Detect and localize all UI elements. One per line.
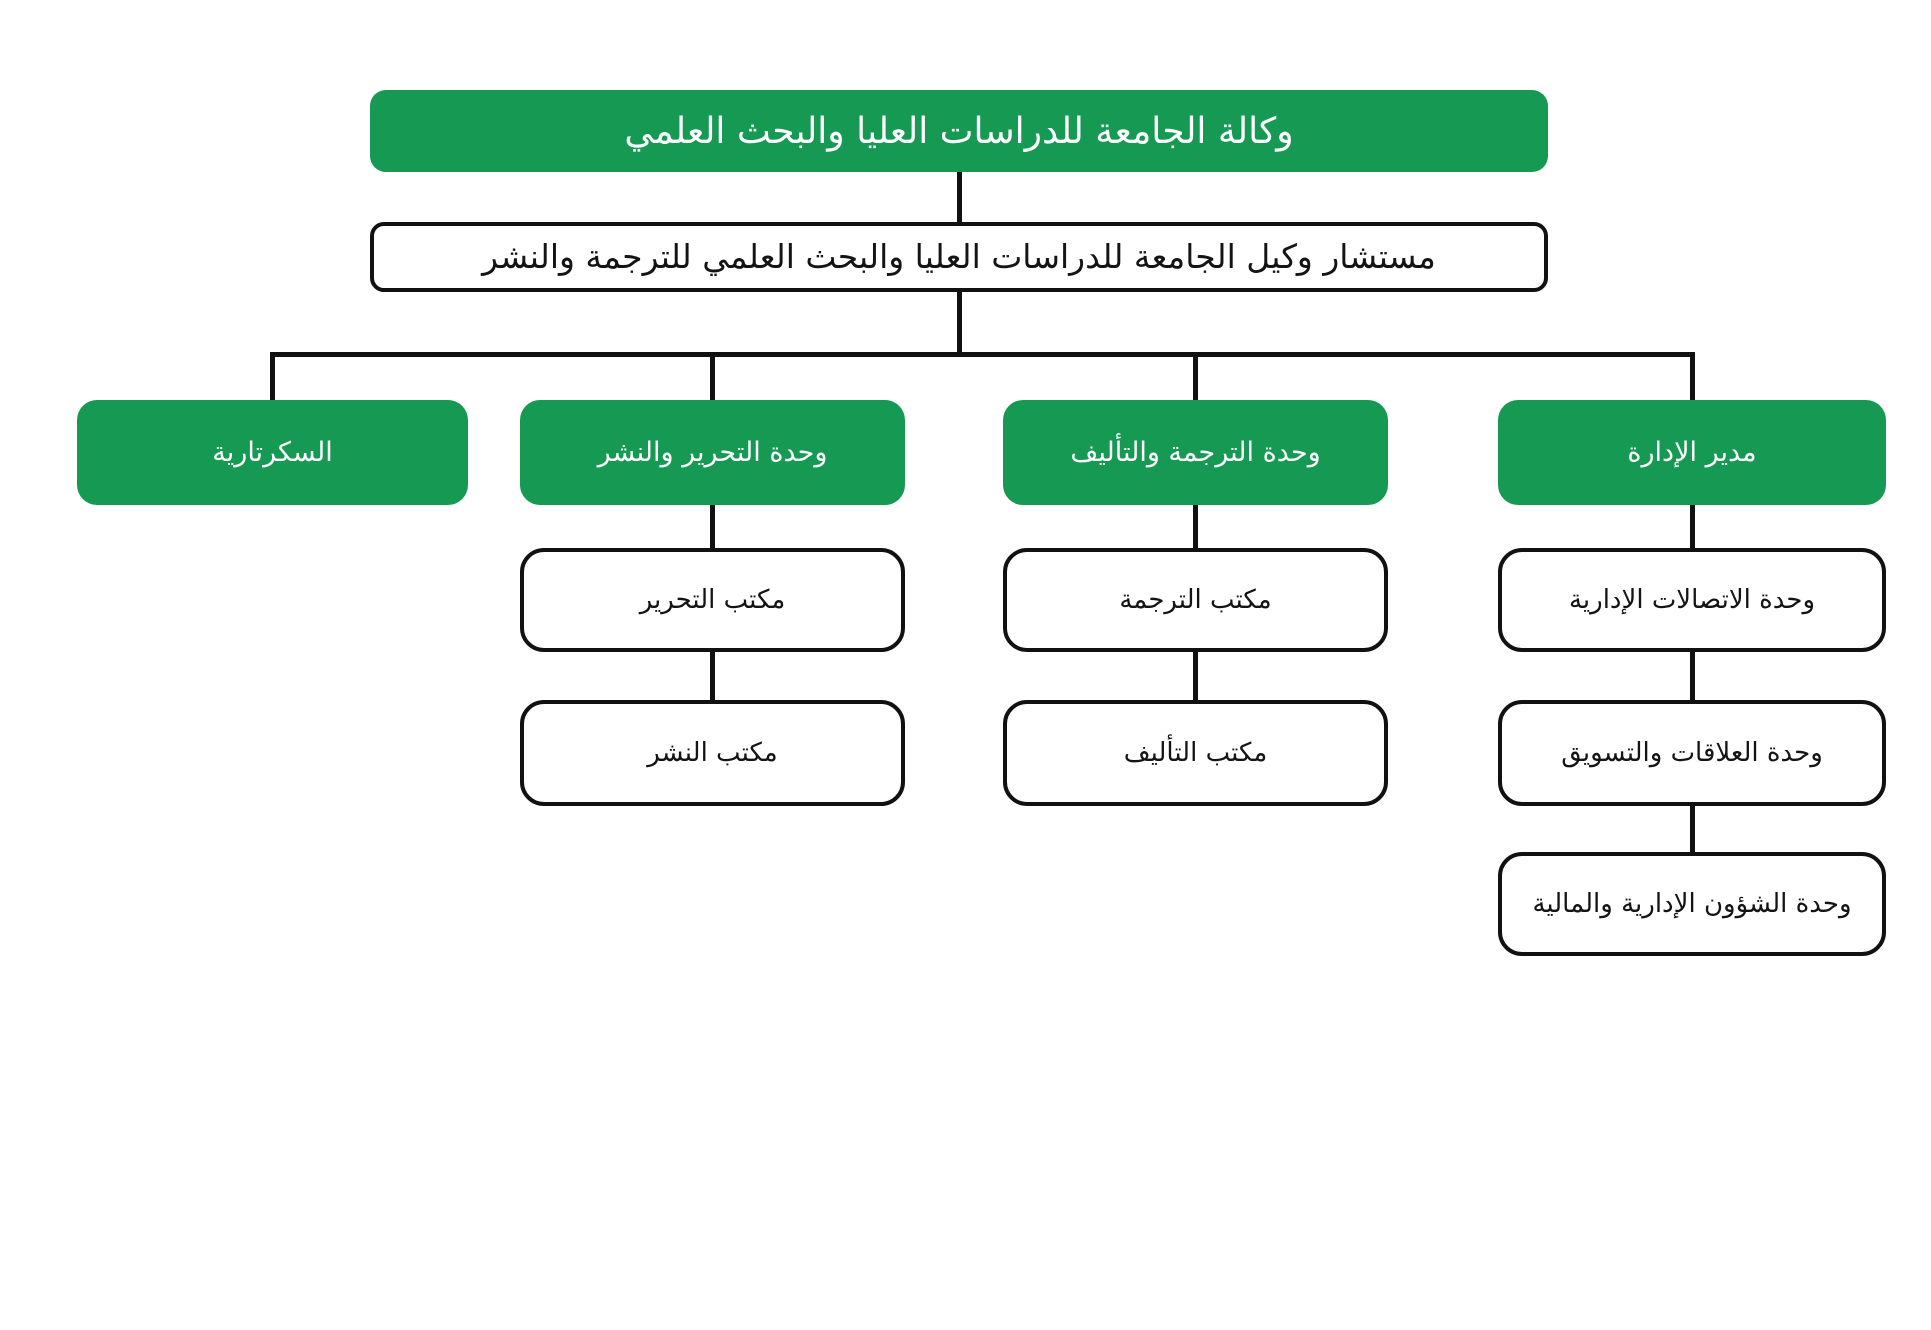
- connector-translation-office: [1193, 505, 1198, 548]
- connector-publishing-office: [710, 652, 715, 700]
- node-admin-director: مدير الإدارة: [1498, 400, 1886, 505]
- connector-bus: [270, 352, 1695, 357]
- connector-root-advisor: [957, 172, 962, 222]
- node-publishing-office: مكتب النشر: [520, 700, 905, 806]
- node-editing-publishing-unit: وحدة التحرير والنشر: [520, 400, 905, 505]
- connector-editing-office: [710, 505, 715, 548]
- connector-admin-financial-affairs-unit: [1690, 806, 1695, 852]
- node-editing-office: مكتب التحرير: [520, 548, 905, 652]
- node-agency: وكالة الجامعة للدراسات العليا والبحث الع…: [370, 90, 1548, 172]
- connector-advisor-bus: [957, 292, 962, 354]
- node-translation-office: مكتب الترجمة: [1003, 548, 1388, 652]
- connector-authoring-office: [1193, 652, 1198, 700]
- connector-drop-editing-publishing: [710, 352, 715, 400]
- node-authoring-office: مكتب التأليف: [1003, 700, 1388, 806]
- connector-drop-translation-authoring: [1193, 352, 1198, 400]
- connector-relations-marketing-unit: [1690, 652, 1695, 700]
- connector-admin-communications-unit: [1690, 505, 1695, 548]
- node-relations-marketing-unit: وحدة العلاقات والتسويق: [1498, 700, 1886, 806]
- node-advisor: مستشار وكيل الجامعة للدراسات العليا والب…: [370, 222, 1548, 292]
- connector-drop-admin-director: [1690, 352, 1695, 400]
- node-admin-communications-unit: وحدة الاتصالات الإدارية: [1498, 548, 1886, 652]
- node-secretariat: السكرتارية: [77, 400, 468, 505]
- node-admin-financial-affairs-unit: وحدة الشؤون الإدارية والمالية: [1498, 852, 1886, 956]
- node-translation-authoring-unit: وحدة الترجمة والتأليف: [1003, 400, 1388, 505]
- connector-drop-secretariat: [270, 352, 275, 400]
